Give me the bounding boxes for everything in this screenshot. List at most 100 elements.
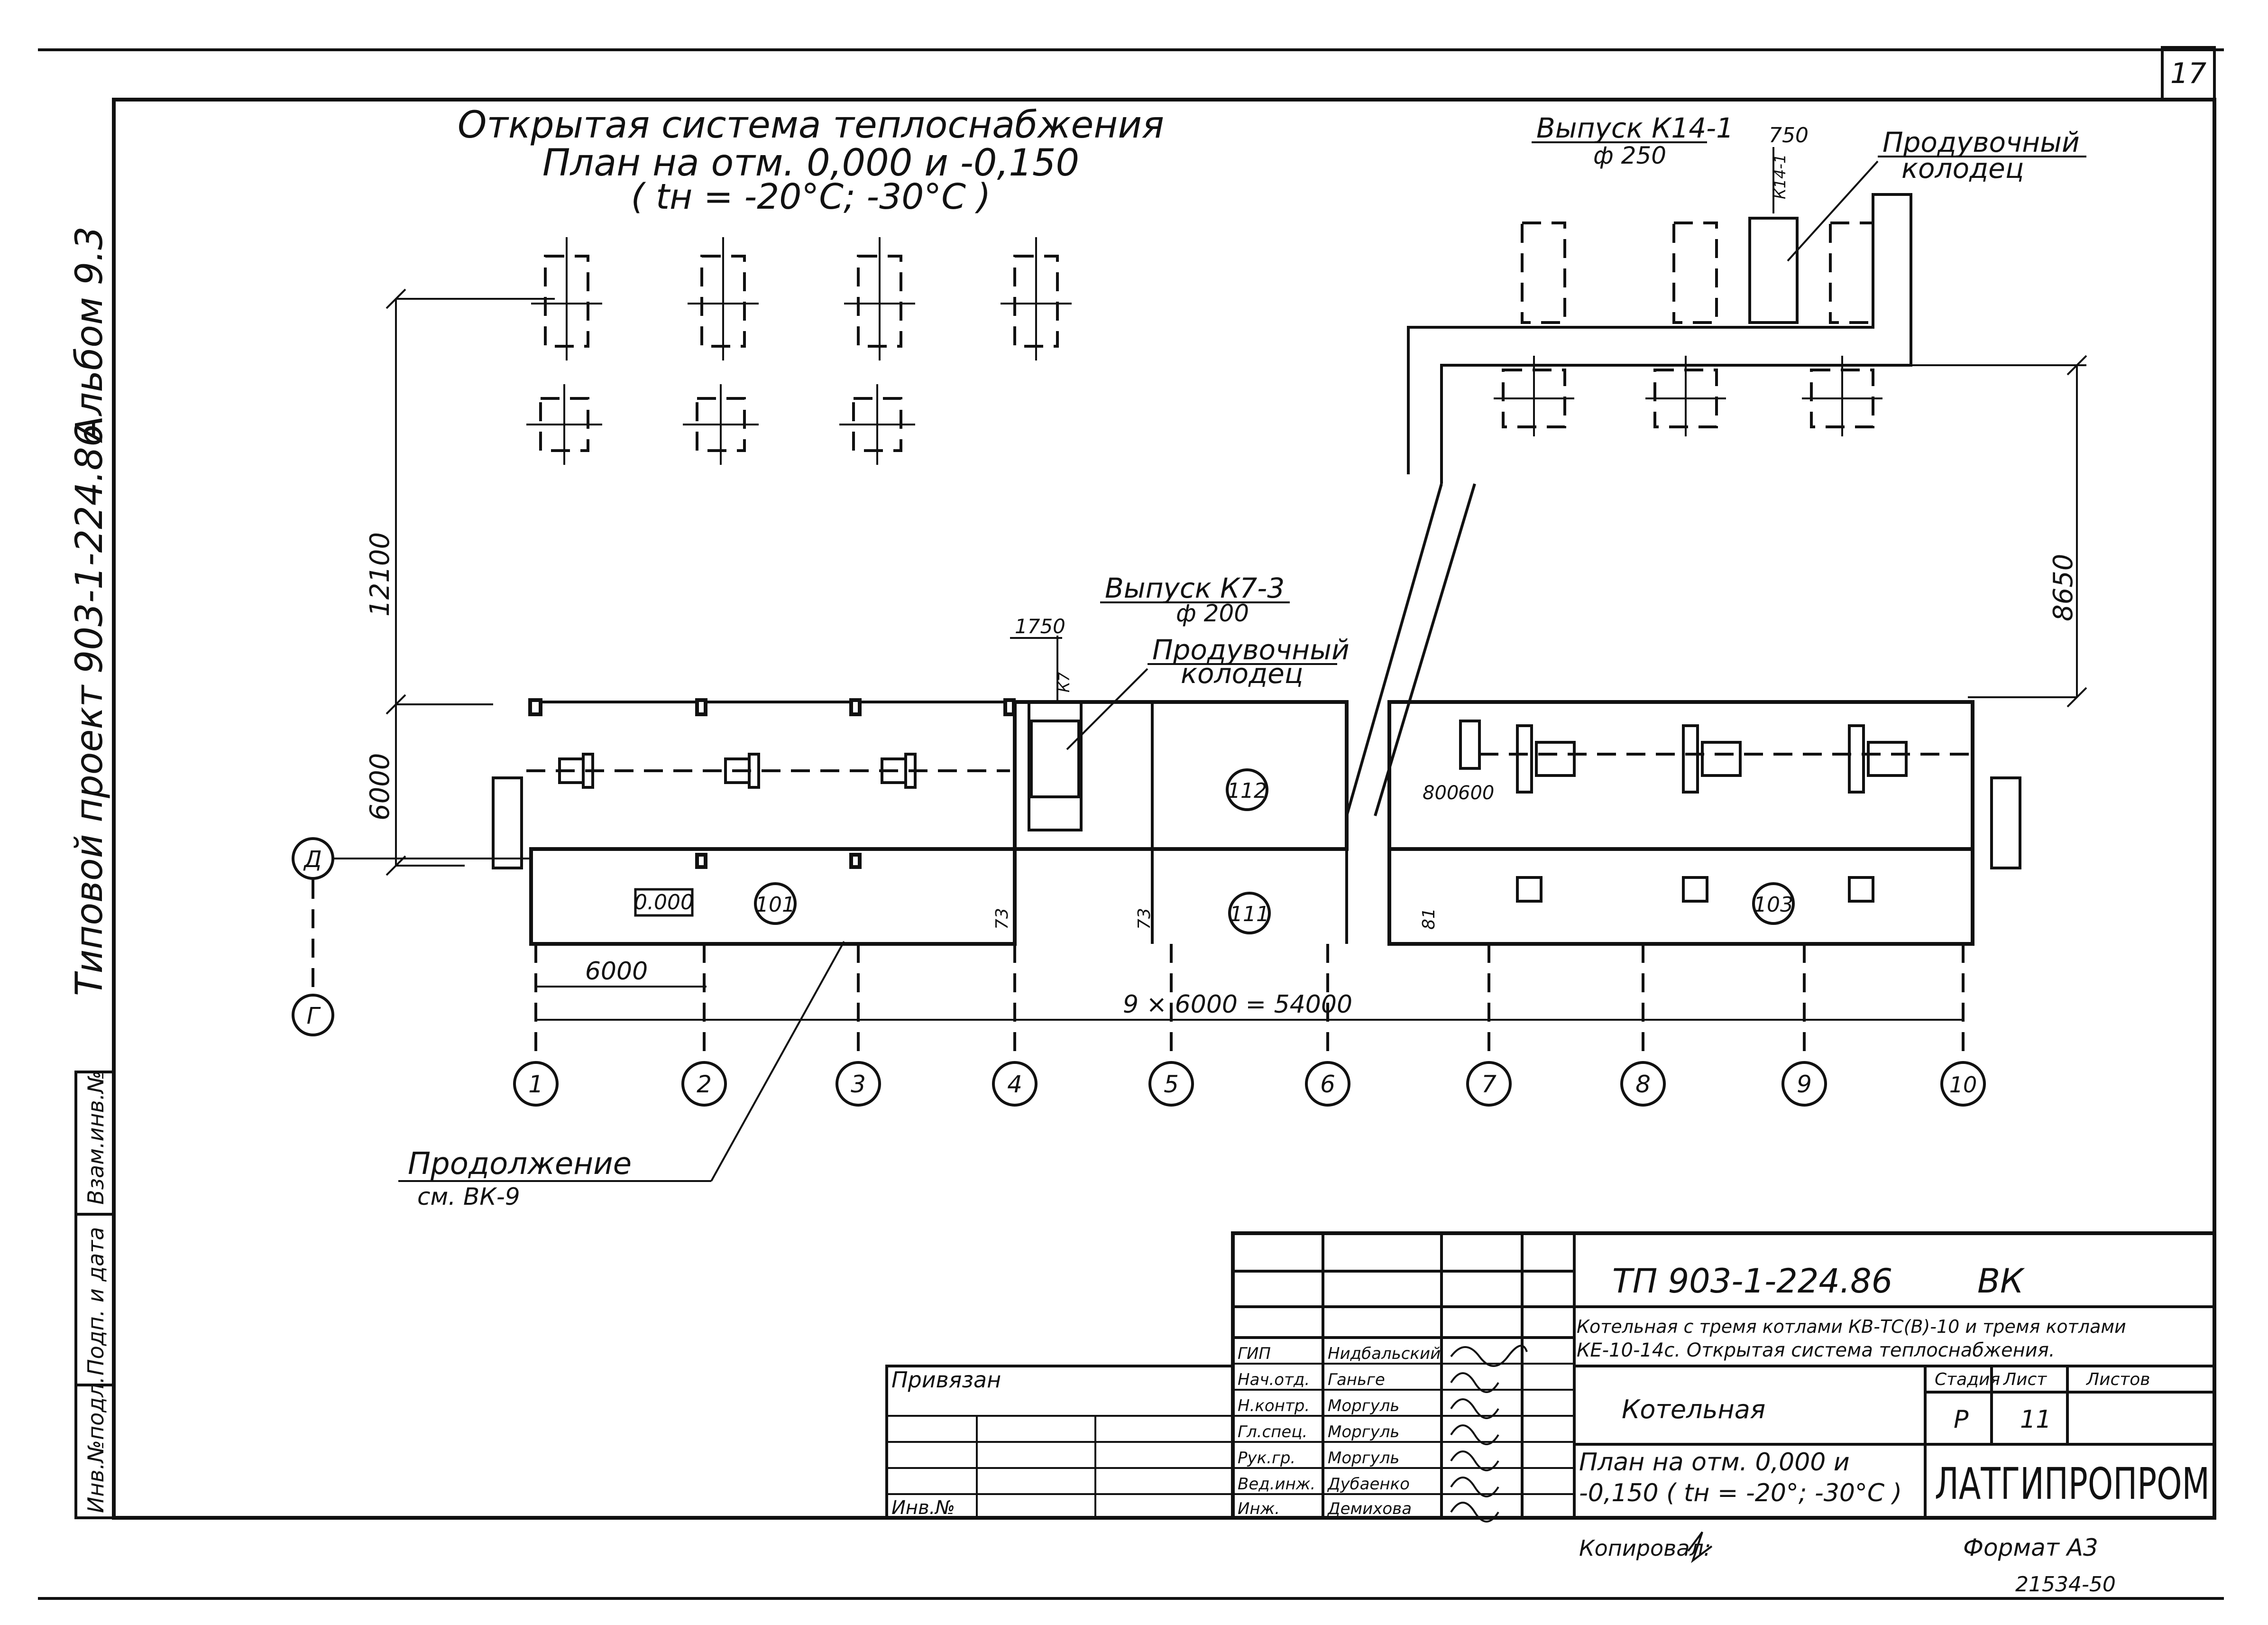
strip-inv-orig: Инв.№подл. bbox=[83, 1376, 109, 1513]
left-side-strip: Взам.инв.№ Подп. и дата Инв.№подл. bbox=[74, 1071, 115, 1519]
axis-col-10: 10 bbox=[1949, 1072, 1977, 1098]
dim-73b: 73 bbox=[1135, 908, 1154, 930]
dim-800: 800 bbox=[1423, 782, 1459, 804]
axis-col-4: 4 bbox=[1007, 1071, 1022, 1098]
outlet-k14-diam: ф 250 bbox=[1593, 142, 1666, 169]
axis-col-3: 3 bbox=[851, 1071, 866, 1098]
level-mark-box bbox=[634, 888, 694, 917]
outlet-k7-diam: ф 200 bbox=[1176, 600, 1249, 627]
right-dim-tick-top bbox=[2066, 355, 2087, 376]
room-103: 103 bbox=[1754, 893, 1793, 917]
page-number-box bbox=[2161, 46, 2216, 101]
stamp-stage: Р bbox=[1954, 1405, 1969, 1434]
outlet-k14-tag: К14-1 bbox=[1771, 154, 1789, 199]
signer-role-group: Рук.гр. bbox=[1238, 1449, 1295, 1468]
signer-name-chief: Моргуль bbox=[1328, 1422, 1399, 1441]
signer-rows: ГИП Нидбальский Нач.отд. Ганьге Н.контр.… bbox=[1238, 1344, 1441, 1518]
well-top-leader bbox=[1787, 160, 1879, 262]
stamp-sheet-hdr: Лист bbox=[2002, 1370, 2047, 1389]
drawing-title-line2: План на отм. 0,000 и -0,150 bbox=[542, 142, 1079, 185]
room-101: 101 bbox=[755, 893, 795, 917]
stamp-desc2: КЕ-10-14с. Открытая система теплоснабжен… bbox=[1577, 1339, 2055, 1361]
well-label-top-2: колодец bbox=[1901, 152, 2024, 185]
room-111: 111 bbox=[1230, 902, 1269, 926]
drawing-title-line1: Открытая система теплоснабжения bbox=[458, 104, 1164, 147]
title-block bbox=[885, 1231, 2216, 1520]
axis-col-9: 9 bbox=[1797, 1071, 1812, 1098]
signer-name-gip: Нидбальский bbox=[1328, 1344, 1441, 1363]
dim-81: 81 bbox=[1419, 908, 1439, 930]
signer-name-head: Ганьге bbox=[1328, 1370, 1385, 1389]
stamp-inv: Инв.№ bbox=[891, 1497, 955, 1519]
stamp-format: Формат А3 bbox=[1963, 1534, 2098, 1561]
stamp-sheet-title2: -0,150 ( tн = -20°; -30°С ) bbox=[1579, 1479, 1902, 1507]
dim-total: 9 × 6000 = 54000 bbox=[1123, 990, 1352, 1019]
signer-role-lead: Вед.инж. bbox=[1238, 1475, 1315, 1494]
well-label-mid-2: колодец bbox=[1181, 657, 1303, 690]
stamp-object: Котельная bbox=[1622, 1394, 1765, 1424]
signer-name-lead: Дубаенко bbox=[1327, 1475, 1410, 1494]
signer-role-gip: ГИП bbox=[1238, 1344, 1271, 1363]
stamp-archive: 21534-50 bbox=[2015, 1572, 2116, 1597]
dim-8650: 8650 bbox=[2048, 554, 2079, 621]
stamp-code: ТП 903-1-224.86 bbox=[1612, 1262, 1892, 1301]
axis-col-8: 8 bbox=[1635, 1071, 1651, 1098]
signer-name-nctrl: Моргуль bbox=[1328, 1396, 1399, 1415]
side-album-label: Альбом 9.3 bbox=[68, 226, 111, 443]
stamp-bound: Привязан bbox=[891, 1367, 1001, 1393]
signer-role-nctrl: Н.контр. bbox=[1238, 1396, 1310, 1415]
axis-col-7: 7 bbox=[1481, 1071, 1497, 1098]
axis-col-6: 6 bbox=[1320, 1071, 1335, 1098]
signer-role-chief: Гл.спец. bbox=[1238, 1422, 1307, 1441]
signer-role-eng: Инж. bbox=[1238, 1499, 1280, 1518]
stamp-sheet-title1: План на отм. 0,000 и bbox=[1579, 1448, 1850, 1477]
outlet-k7-tag: К7 bbox=[1055, 672, 1073, 692]
dim-600: 600 bbox=[1458, 782, 1494, 804]
axis-col-1: 1 bbox=[528, 1071, 543, 1098]
signer-name-eng: Демихова bbox=[1327, 1499, 1412, 1518]
room-markers bbox=[754, 768, 1795, 934]
continuation-label: Продолжение bbox=[408, 1146, 632, 1182]
stamp-copied: Копировал: bbox=[1579, 1535, 1711, 1561]
well-label-mid-1: Продувочный bbox=[1152, 634, 1350, 666]
outlet-k14-dim: 750 bbox=[1769, 123, 1809, 148]
axis-g: Г bbox=[307, 1003, 321, 1029]
axis-col-2: 2 bbox=[697, 1071, 712, 1098]
axis-col-5: 5 bbox=[1164, 1071, 1179, 1098]
continuation-ref: см. ВК-9 bbox=[417, 1183, 520, 1210]
dim-6000-vert: 6000 bbox=[365, 753, 395, 821]
dim-73a: 73 bbox=[992, 908, 1012, 930]
top-right-equipment bbox=[1407, 193, 1912, 484]
dim-bay-6000: 6000 bbox=[585, 957, 648, 986]
row-axes bbox=[292, 837, 531, 1036]
axis-d: Д bbox=[303, 846, 322, 873]
level-mark: 0.000 bbox=[634, 890, 694, 914]
left-dimension-lines bbox=[386, 288, 555, 876]
outlet-k7-dim: 1750 bbox=[1015, 615, 1065, 638]
building-plan bbox=[492, 483, 2021, 946]
signer-role-head: Нач.отд. bbox=[1238, 1370, 1310, 1389]
drawing-frame bbox=[112, 98, 2216, 1520]
page-number: 17 bbox=[2170, 57, 2206, 90]
dim-12100: 12100 bbox=[365, 532, 395, 617]
well-mid-leader bbox=[1066, 668, 1148, 750]
stamp-stage-hdr: Стадия bbox=[1935, 1370, 2000, 1389]
outlet-k7-title: Выпуск К7-3 bbox=[1105, 572, 1285, 604]
room-112: 112 bbox=[1227, 779, 1267, 803]
continuation-leader bbox=[710, 941, 845, 1182]
stamp-org: ЛАТГИПРОПРОМ bbox=[1935, 1459, 2210, 1509]
strip-sign-date: Подп. и дата bbox=[83, 1227, 109, 1376]
stamp-sheet: 11 bbox=[2020, 1405, 2051, 1434]
side-project-label: Типовой проект 903-1-224.86 bbox=[68, 423, 111, 996]
strip-replace-inv: Взам.инв.№ bbox=[83, 1071, 109, 1205]
outlet-k14-title: Выпуск К14-1 bbox=[1536, 112, 1734, 144]
top-left-equipment bbox=[526, 237, 1072, 465]
column-axes bbox=[513, 944, 1986, 1107]
signer-name-group: Моргуль bbox=[1328, 1449, 1399, 1468]
signatures bbox=[1450, 1345, 1713, 1563]
drawing-title-line3: ( tн = -20°C; -30°C ) bbox=[631, 176, 991, 217]
stamp-desc1: Котельная с тремя котлами КВ-ТС(В)-10 и … bbox=[1577, 1316, 2126, 1337]
well-label-top-1: Продувочный bbox=[1882, 126, 2080, 158]
stamp-mark: ВК bbox=[1977, 1262, 2025, 1301]
